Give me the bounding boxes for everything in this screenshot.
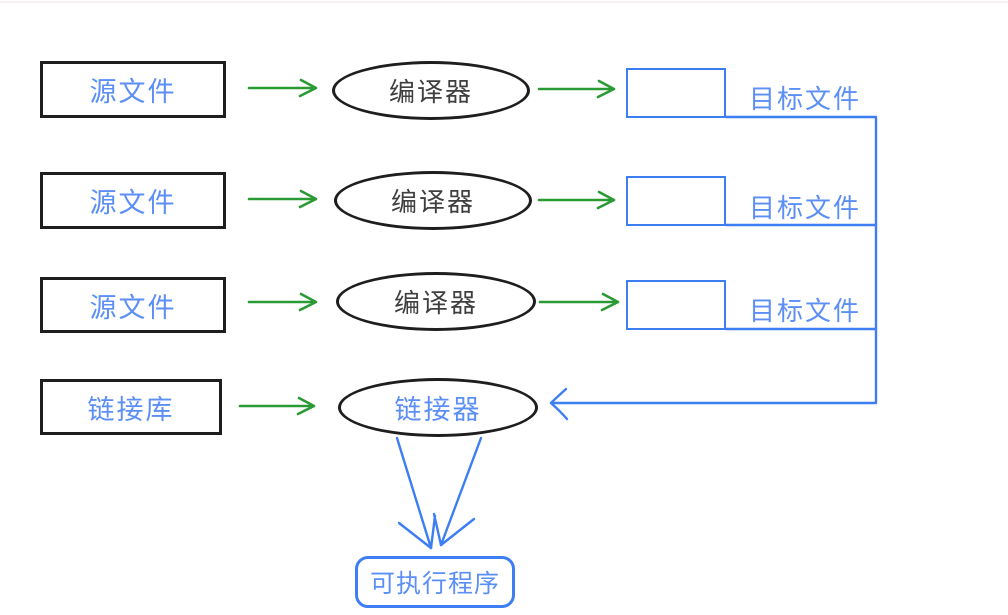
blue-arrow-linker-to-executable-left — [395, 436, 437, 550]
compiler-label-2: 编译器 — [390, 187, 475, 217]
object-file-box-1 — [626, 68, 726, 118]
green-arrow-library-to-linker — [238, 396, 316, 416]
object-file-box-3 — [626, 280, 726, 330]
compiler-label-1: 编译器 — [388, 77, 473, 107]
green-arrow-compiler3-to-object3 — [538, 292, 620, 312]
green-arrow-source3-to-compiler3 — [247, 292, 318, 312]
link-library-box: 链接库 — [40, 379, 222, 435]
source-file-label-1: 源文件 — [89, 77, 177, 107]
green-arrow-compiler1-to-object1 — [537, 79, 616, 99]
source-file-box-1: 源文件 — [40, 61, 226, 118]
object-file-label-3: 目标文件 — [749, 296, 862, 326]
linker-label: 链接器 — [394, 395, 482, 425]
green-arrow-compiler2-to-object2 — [537, 190, 616, 210]
link-library-label: 链接库 — [87, 394, 175, 425]
source-file-box-3: 源文件 — [40, 277, 226, 333]
compiler-ellipse-2: 编译器 — [334, 171, 532, 230]
blue-connector-objects-to-linker — [549, 115, 878, 421]
object-file-label-2: 目标文件 — [749, 193, 862, 223]
source-file-label-3: 源文件 — [89, 292, 177, 323]
source-file-label-2: 源文件 — [89, 188, 177, 218]
executable-label: 可执行程序 — [369, 570, 500, 598]
object-file-box-2 — [626, 176, 726, 226]
executable-box: 可执行程序 — [355, 556, 515, 608]
compiler-ellipse-3: 编译器 — [336, 272, 536, 331]
source-file-box-2: 源文件 — [40, 172, 226, 229]
compiler-ellipse-1: 编译器 — [332, 61, 530, 120]
green-arrow-source2-to-compiler2 — [247, 189, 318, 209]
blue-arrow-linker-to-executable-right — [432, 436, 483, 547]
linker-ellipse: 链接器 — [338, 378, 538, 437]
compiler-label-3: 编译器 — [393, 288, 478, 318]
green-arrow-source1-to-compiler1 — [247, 78, 318, 98]
top-edge-artifact — [0, 1, 1008, 3]
object-file-label-1: 目标文件 — [749, 84, 862, 114]
